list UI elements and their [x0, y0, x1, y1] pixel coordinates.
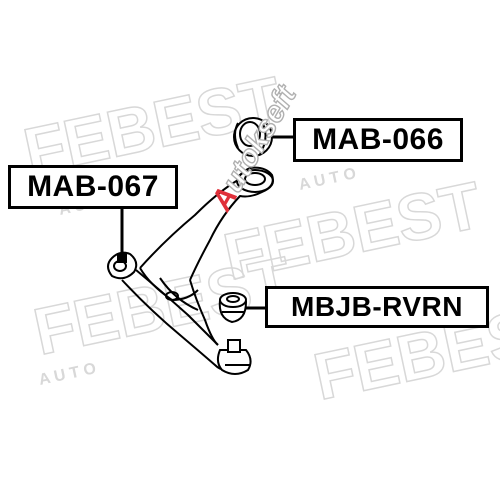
- bushing-mab-066: [233, 117, 273, 157]
- bushing-mbjb-rvrn: [218, 292, 248, 324]
- part-label-mab-066: MAB-066: [293, 118, 463, 162]
- background-logo-brand: FEBEST: [28, 242, 298, 369]
- part-label-mab-067: MAB-067: [8, 165, 178, 209]
- part-label-mbjb-rvrn: MBJB-RVRN: [265, 286, 489, 328]
- ball-joint: [216, 339, 252, 375]
- leader-marker-mab-067: [117, 253, 127, 263]
- background-logo-tagline: A U T O: [297, 165, 357, 194]
- lower-control-arm: [107, 166, 274, 371]
